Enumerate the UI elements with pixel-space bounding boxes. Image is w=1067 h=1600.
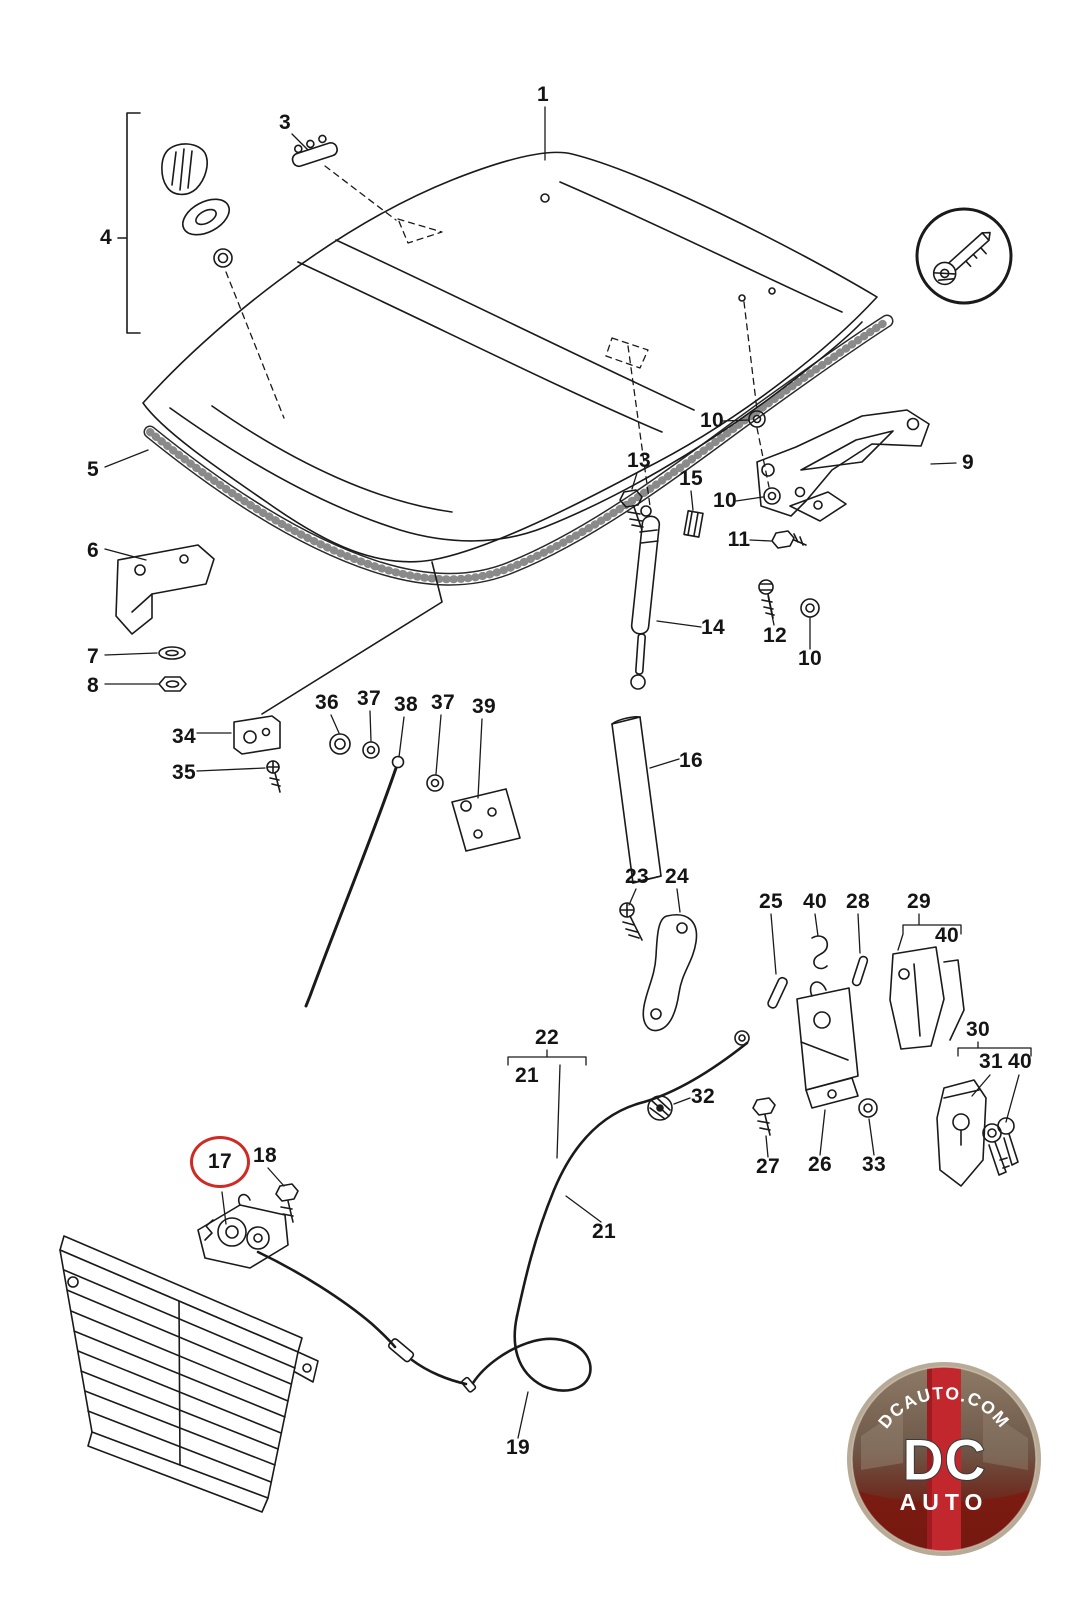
part-label-7: 7	[87, 645, 99, 668]
part-label-4: 4	[100, 226, 112, 249]
dcauto-logo: DCAUTO.COM DC AUTO	[843, 1358, 1045, 1560]
part-label-12: 12	[763, 624, 787, 647]
hood-seal	[143, 314, 894, 586]
part-label-30: 30	[966, 1018, 990, 1041]
logo-ribbon	[927, 1367, 961, 1551]
logo-monogram: DC	[902, 1428, 986, 1493]
part-label-37: 37	[431, 691, 455, 714]
part-label-40: 40	[1008, 1050, 1032, 1073]
part-label-10: 10	[798, 647, 822, 670]
gas-strut-parts	[611, 489, 704, 884]
release-cables	[256, 1030, 750, 1393]
part-label-39: 39	[472, 695, 496, 718]
part-label-28: 28	[846, 890, 870, 913]
part-label-24: 24	[665, 865, 689, 888]
part-label-13: 13	[627, 449, 651, 472]
part-label-14: 14	[701, 616, 725, 639]
rear-latch-parts	[619, 902, 965, 1136]
part-label-19: 19	[506, 1436, 530, 1459]
part-label-21: 21	[515, 1064, 539, 1087]
front-latch-parts	[197, 1183, 299, 1269]
part-label-10: 10	[700, 409, 724, 432]
part-label-8: 8	[87, 674, 99, 697]
part-label-18: 18	[253, 1144, 277, 1167]
part-label-3: 3	[279, 111, 291, 134]
part-label-25: 25	[759, 890, 783, 913]
part-label-9: 9	[962, 451, 974, 474]
part-label-38: 38	[394, 693, 418, 716]
assembly-dashed-lines	[225, 165, 770, 507]
retainer-part-3	[291, 134, 338, 168]
part-label-16: 16	[679, 749, 703, 772]
hood-panel	[142, 151, 878, 563]
buffer-parts	[233, 561, 443, 793]
part-label-32: 32	[691, 1085, 715, 1108]
part-label-34: 34	[172, 725, 196, 748]
part-label-29: 29	[907, 890, 931, 913]
logo-word: AUTO	[900, 1489, 989, 1515]
part-label-22: 22	[535, 1026, 559, 1049]
lock-and-keys	[647, 1079, 1019, 1187]
part-label-10: 10	[713, 489, 737, 512]
support-rod-parts	[304, 733, 521, 1008]
part-label-17: 17	[190, 1136, 250, 1188]
service-key-icon	[915, 207, 1013, 305]
part-label-36: 36	[315, 691, 339, 714]
left-bracket-parts	[115, 544, 215, 692]
part-label-37: 37	[357, 687, 381, 710]
part-label-21: 21	[592, 1220, 616, 1243]
part-label-15: 15	[679, 467, 703, 490]
part-label-1: 1	[537, 83, 549, 106]
part-label-35: 35	[172, 761, 196, 784]
right-hinge-parts	[748, 409, 930, 619]
part-label-5: 5	[87, 458, 99, 481]
part-label-6: 6	[87, 539, 99, 562]
leader-lines	[104, 106, 1032, 1439]
part-label-26: 26	[808, 1153, 832, 1176]
part-label-40: 40	[803, 890, 827, 913]
part-label-23: 23	[625, 865, 649, 888]
grille-panel	[59, 1235, 319, 1513]
part-label-27: 27	[756, 1155, 780, 1178]
part-label-11: 11	[727, 528, 751, 551]
part-label-40: 40	[935, 924, 959, 947]
part-label-33: 33	[862, 1153, 886, 1176]
part-label-31: 31	[979, 1050, 1003, 1073]
crest-parts-group	[117, 112, 233, 334]
